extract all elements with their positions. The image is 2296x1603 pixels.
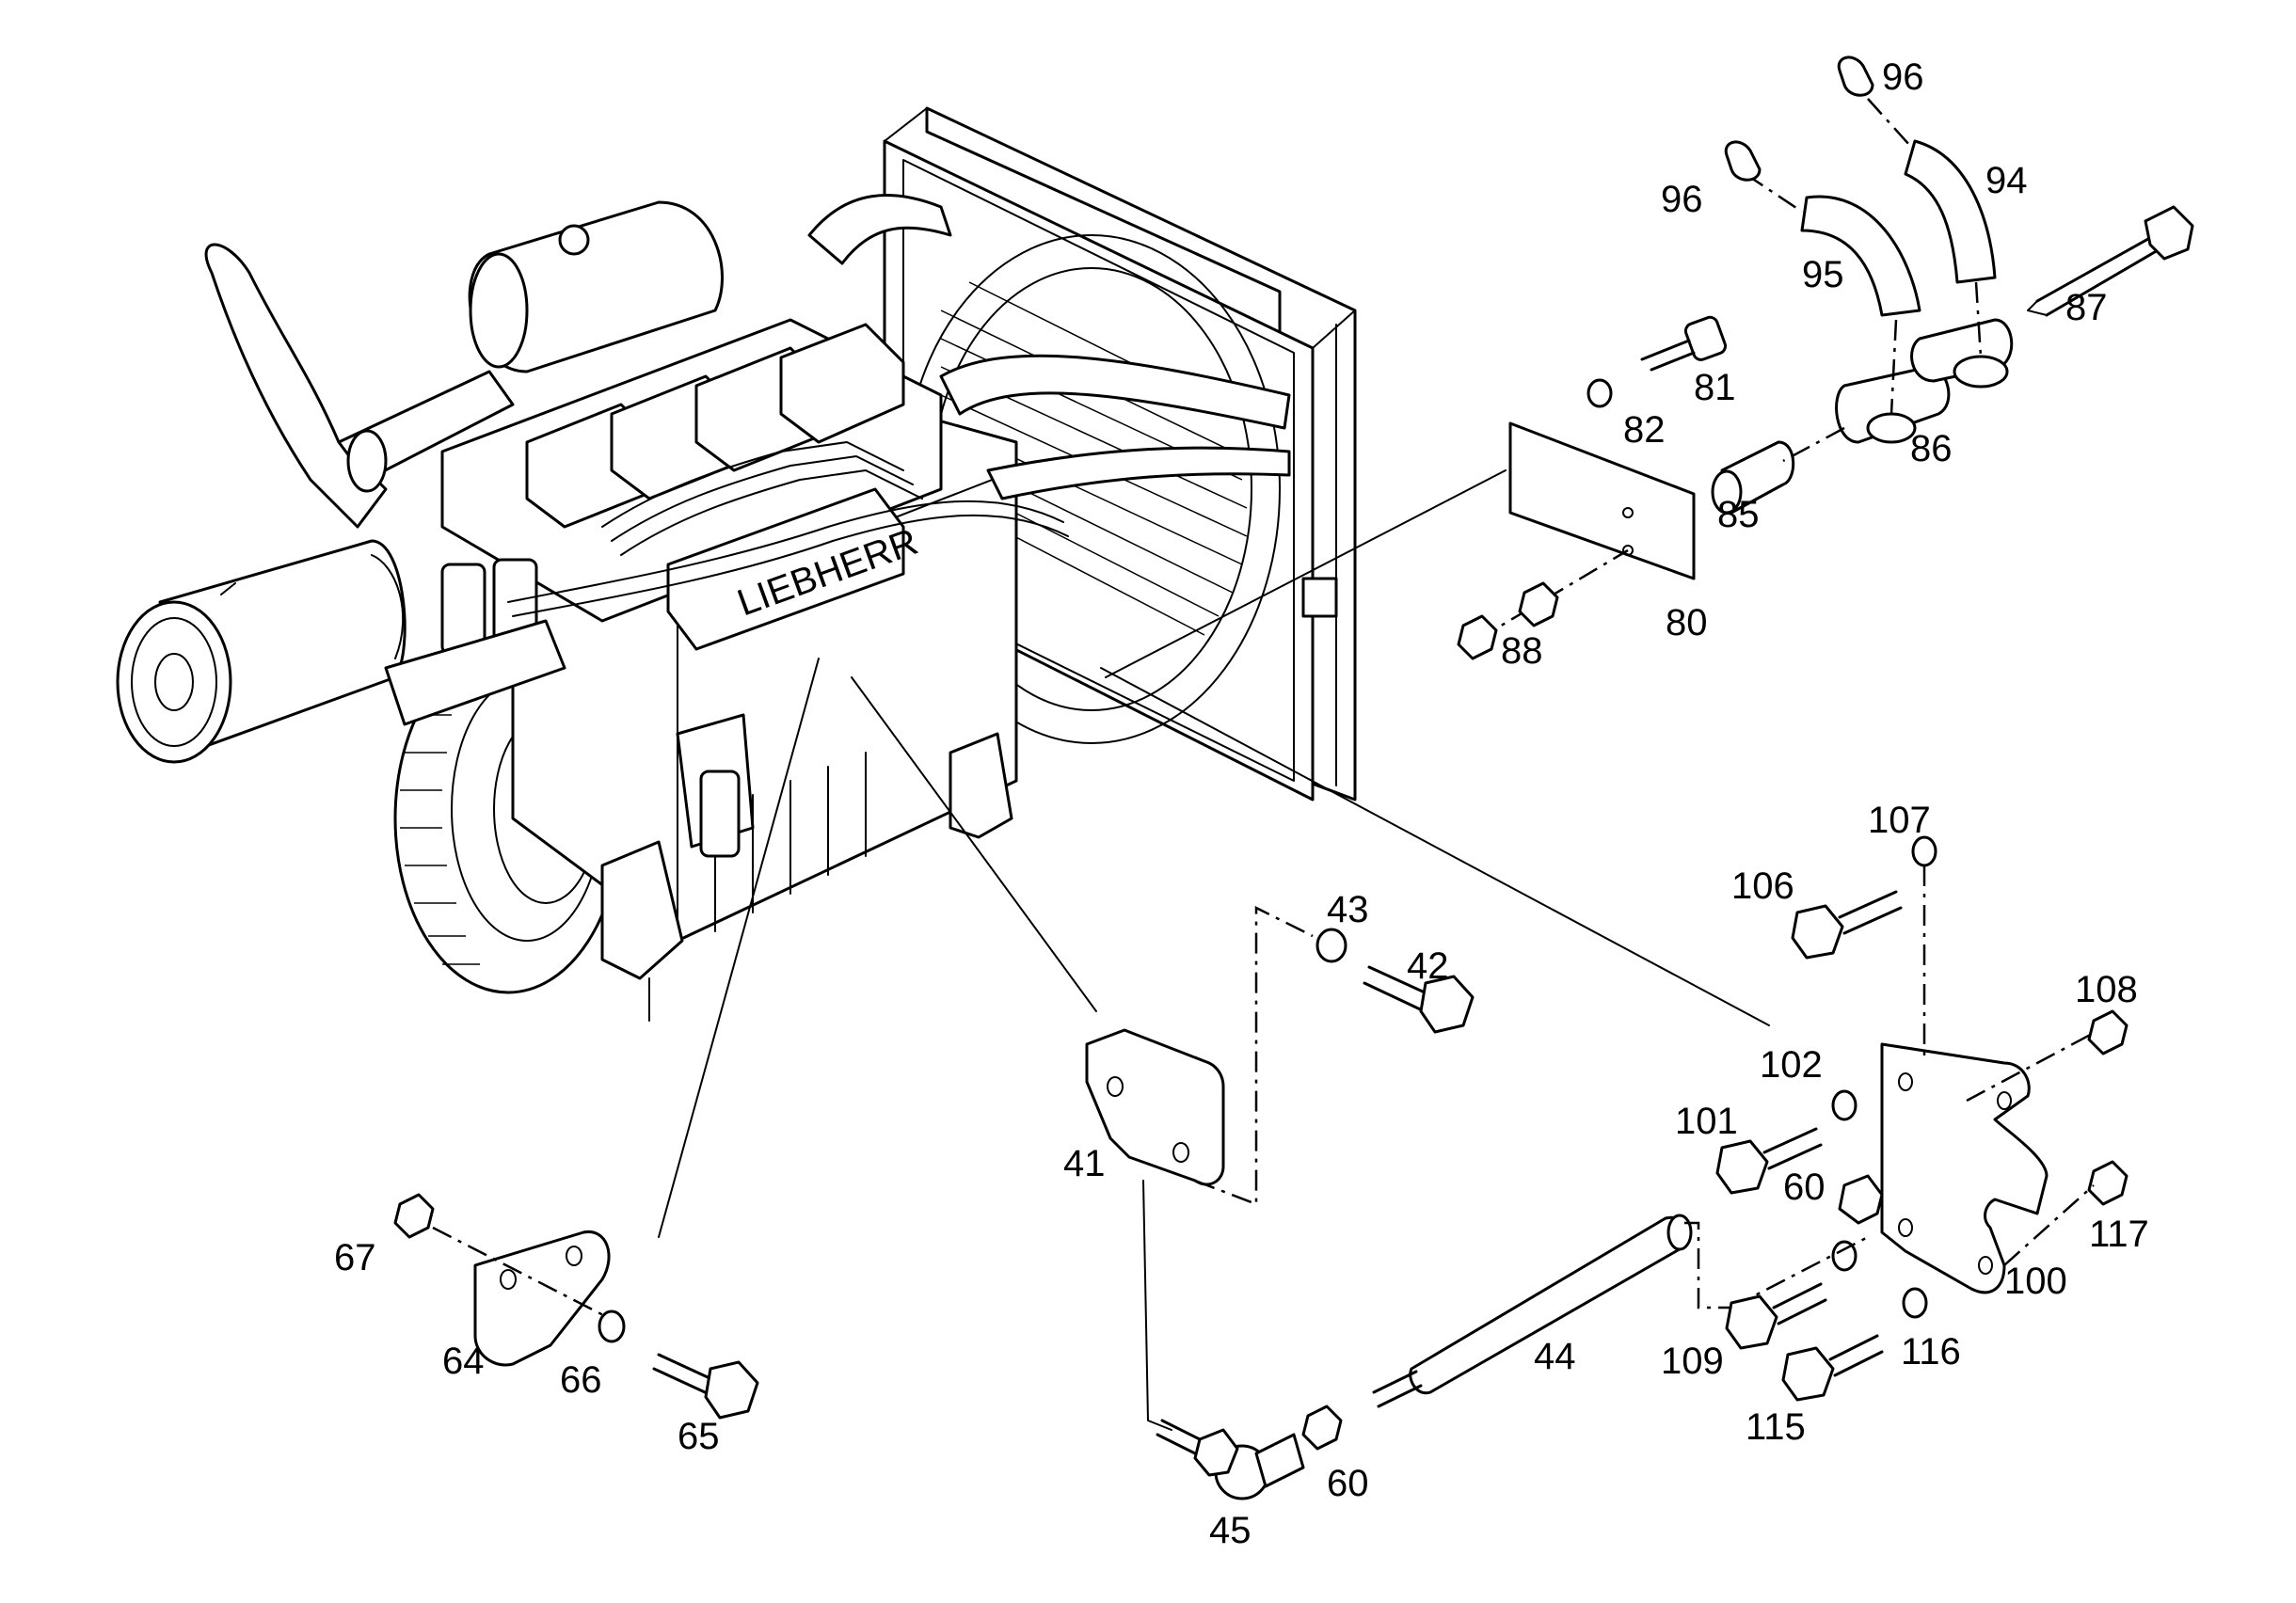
hose-94: [1904, 139, 1997, 284]
callout-80: 80: [1666, 602, 1708, 643]
plate-80: [1508, 421, 1696, 580]
callout-44: 44: [1534, 1336, 1576, 1377]
callout-43: 43: [1327, 889, 1369, 930]
bolt-81: [1640, 315, 1728, 372]
clamp-86: [1835, 318, 2014, 444]
bolt-87: [2027, 205, 2194, 317]
nut-88a: [1457, 614, 1498, 660]
washer-109: [1831, 1240, 1858, 1272]
washer-82: [1586, 378, 1613, 408]
callout-85: 85: [1717, 494, 1760, 535]
clip-96b: [1837, 56, 1874, 97]
washer-116: [1902, 1287, 1928, 1319]
air-filter: [116, 539, 407, 764]
callout-88: 88: [1501, 630, 1543, 672]
group-64: [393, 1193, 759, 1420]
radiator-hose: [939, 354, 1291, 430]
group-80: [1457, 56, 2194, 660]
callout-87: 87: [2065, 287, 2108, 328]
engine-assembly: LIEBHERR: [116, 106, 1357, 1022]
callout-96-top: 96: [1882, 56, 1924, 98]
hose-95: [1800, 195, 1921, 317]
upper-hose: [807, 194, 952, 265]
ball-joint-45: [1156, 1419, 1305, 1500]
plate-64: [473, 1230, 611, 1367]
nut-60a: [1301, 1405, 1343, 1451]
callout-102: 102: [1760, 1044, 1823, 1086]
callout-81: 81: [1694, 367, 1736, 408]
bolt-65: [652, 1353, 759, 1420]
callouts: 41 42 43 44 45 60 60 64 65 66 67 80 81 8…: [334, 56, 2149, 1551]
fuel-filters: [384, 558, 755, 858]
callout-94: 94: [1985, 160, 2028, 201]
washer-66: [598, 1309, 626, 1343]
bolt-115: [1781, 1334, 1884, 1402]
clip-96a: [1724, 140, 1762, 182]
callout-95: 95: [1802, 254, 1844, 295]
callout-116: 116: [1901, 1331, 1961, 1373]
bracket-100: [1880, 1042, 2049, 1294]
callout-60-bracket: 60: [1783, 1167, 1826, 1208]
intake-hose: [204, 243, 388, 529]
callout-107: 107: [1868, 800, 1931, 841]
group-100: [1715, 835, 2129, 1402]
callout-82: 82: [1623, 409, 1666, 451]
callout-65: 65: [678, 1416, 720, 1457]
callout-45: 45: [1209, 1510, 1252, 1551]
nut-108: [2087, 1009, 2129, 1055]
callout-117: 117: [2089, 1214, 2149, 1255]
callout-96-left: 96: [1661, 179, 1703, 220]
nut-67: [393, 1193, 435, 1239]
callout-66: 66: [560, 1359, 602, 1401]
nut-60b: [1838, 1174, 1884, 1225]
callout-86: 86: [1910, 428, 1953, 469]
callout-67: 67: [334, 1237, 376, 1278]
bolt-109: [1725, 1282, 1827, 1350]
group-41: [1085, 905, 1731, 1500]
callout-115: 115: [1746, 1406, 1806, 1448]
rod-44: [1372, 1214, 1693, 1408]
washer-102: [1831, 1089, 1858, 1121]
callout-64: 64: [442, 1341, 485, 1382]
callout-108: 108: [2075, 969, 2138, 1010]
engine-mounts: [600, 732, 1013, 1022]
bolt-101: [1715, 1127, 1823, 1195]
leader-lines: [658, 469, 1770, 1238]
callout-41: 41: [1063, 1143, 1106, 1184]
washer-107: [1911, 835, 1937, 867]
bolt-106: [1791, 890, 1903, 960]
nut-117: [2087, 1160, 2129, 1206]
callout-106: 106: [1731, 865, 1794, 907]
callout-101: 101: [1675, 1101, 1738, 1142]
callout-109: 109: [1661, 1341, 1724, 1382]
nut-88b: [1518, 581, 1559, 627]
callout-100: 100: [2004, 1261, 2067, 1302]
callout-42: 42: [1407, 945, 1449, 987]
bracket-41: [1085, 1028, 1225, 1186]
spacer-85: [1711, 440, 1795, 515]
callout-60-rod: 60: [1327, 1463, 1369, 1504]
muffler: [468, 200, 724, 373]
bolt-42: [1363, 965, 1475, 1034]
washer-43: [1315, 928, 1347, 963]
